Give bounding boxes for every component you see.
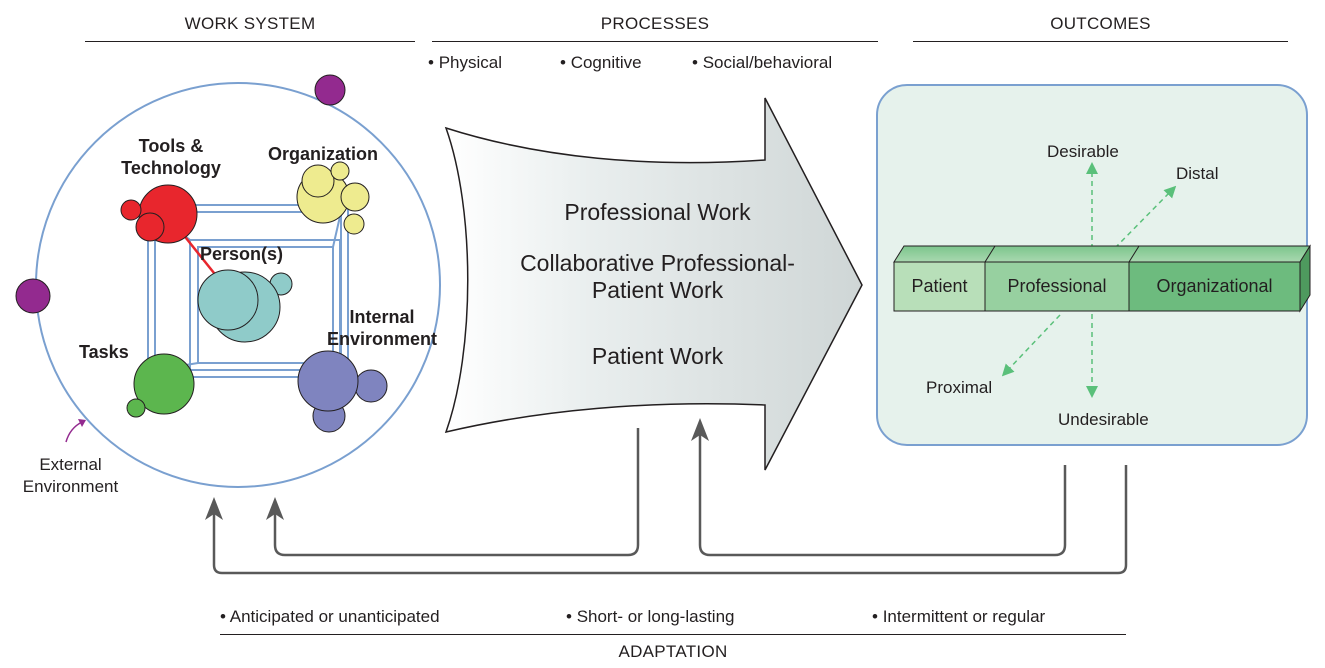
- header-work-system: WORK SYSTEM: [184, 14, 316, 33]
- label-patient-work: Patient Work: [591, 343, 724, 369]
- adaptation-type-anticipated: • Anticipated or unanticipated: [220, 607, 440, 626]
- process-arrow: [444, 97, 863, 471]
- label-collaborative-work: Collaborative Professional-Patient Work: [520, 250, 795, 303]
- feedback-arrowheads: [205, 418, 709, 520]
- header-adaptation: ADAPTATION: [618, 642, 728, 661]
- process-type-cognitive: • Cognitive: [560, 53, 642, 72]
- internal-env-cluster: [297, 350, 388, 433]
- adaptation-rule: [220, 634, 1126, 635]
- label-organization: Organization: [268, 144, 379, 164]
- outcome-axes: [1001, 162, 1177, 398]
- header-processes: PROCESSES: [600, 14, 710, 33]
- outcome-patient: Patient: [911, 276, 968, 296]
- persons-cluster: [197, 269, 293, 343]
- external-dot-top: [314, 74, 346, 106]
- outcome-professional: Professional: [1007, 276, 1107, 296]
- adaptation-type-lasting: • Short- or long-lasting: [566, 607, 735, 626]
- outcome-bar-3d: [893, 244, 1311, 313]
- label-desirable: Desirable: [1047, 142, 1119, 161]
- label-persons: Person(s): [200, 244, 284, 264]
- label-external-environment: External Environment: [22, 455, 119, 496]
- header-rule-work-system: [85, 41, 415, 42]
- header-outcomes: OUTCOMES: [1050, 14, 1151, 33]
- external-dot-left: [15, 278, 51, 314]
- label-professional-work: Professional Work: [564, 199, 751, 225]
- label-internal-environment: Internal Environment: [327, 307, 438, 349]
- process-type-physical: • Physical: [428, 53, 502, 72]
- header-rule-processes: [432, 41, 878, 42]
- tasks-cluster: [126, 353, 195, 418]
- adaptation-type-intermittent: • Intermittent or regular: [872, 607, 1046, 626]
- label-proximal: Proximal: [926, 378, 993, 397]
- label-undesirable: Undesirable: [1058, 410, 1149, 429]
- feedback-loops: [212, 428, 1128, 575]
- header-rule-outcomes: [913, 41, 1288, 42]
- label-tools-technology: Tools & Technology: [121, 136, 221, 178]
- label-tasks: Tasks: [79, 342, 129, 362]
- process-type-social: • Social/behavioral: [692, 53, 833, 72]
- organization-cluster: [296, 161, 370, 235]
- label-distal: Distal: [1176, 164, 1219, 183]
- external-env-pointer: [65, 421, 83, 443]
- tools-cluster: [120, 184, 198, 244]
- outcome-organizational: Organizational: [1156, 276, 1273, 296]
